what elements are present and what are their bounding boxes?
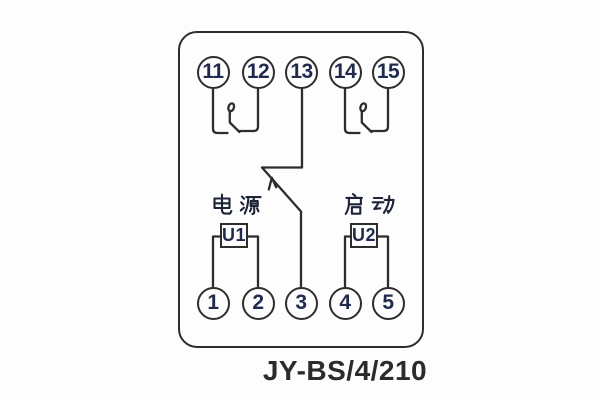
terminal-12: 12: [241, 55, 275, 89]
terminal-label: 2: [252, 291, 264, 314]
contact-symbol-icon: [359, 102, 373, 134]
terminal-3: 3: [284, 286, 318, 320]
contact-11-12: [211, 87, 260, 135]
terminal-5: 5: [371, 286, 405, 320]
u1-label: U1: [222, 225, 247, 245]
start-label-glyphs-icon: [344, 192, 395, 215]
u2-wires: [343, 235, 390, 288]
terminal-14: 14: [328, 55, 362, 89]
terminal-4: 4: [328, 286, 362, 320]
u2-label: U2: [352, 225, 377, 245]
terminal-11: 11: [196, 55, 230, 89]
component-box-u2: U2: [350, 223, 378, 248]
component-box-u1: U1: [220, 223, 248, 248]
terminal-1: 1: [196, 286, 230, 320]
terminal-label: 14: [333, 60, 357, 83]
contact-symbol-icon: [227, 102, 241, 134]
terminal-label: 5: [382, 291, 394, 314]
terminal-15: 15: [371, 55, 405, 89]
power-label-glyphs-icon: [213, 193, 262, 215]
model-caption: JY-BS/4/210: [262, 355, 428, 386]
terminal-label: 4: [339, 291, 351, 314]
terminal-label: 11: [202, 60, 224, 83]
terminal-label: 1: [207, 291, 219, 314]
terminal-label: 12: [246, 60, 270, 83]
u1-wires: [211, 235, 260, 288]
terminal-2: 2: [241, 286, 275, 320]
terminal-label: 15: [376, 60, 400, 83]
switch-13-3: [260, 87, 304, 288]
actuation-arrow-icon: [267, 176, 278, 191]
terminal-label: 13: [290, 60, 313, 83]
terminal-13: 13: [285, 55, 318, 89]
contact-14-15: [343, 87, 390, 135]
relay-outline: [178, 31, 424, 348]
power-label: 电源: [209, 192, 265, 218]
terminal-label: 3: [295, 291, 307, 314]
start-label: 启动: [341, 192, 397, 218]
